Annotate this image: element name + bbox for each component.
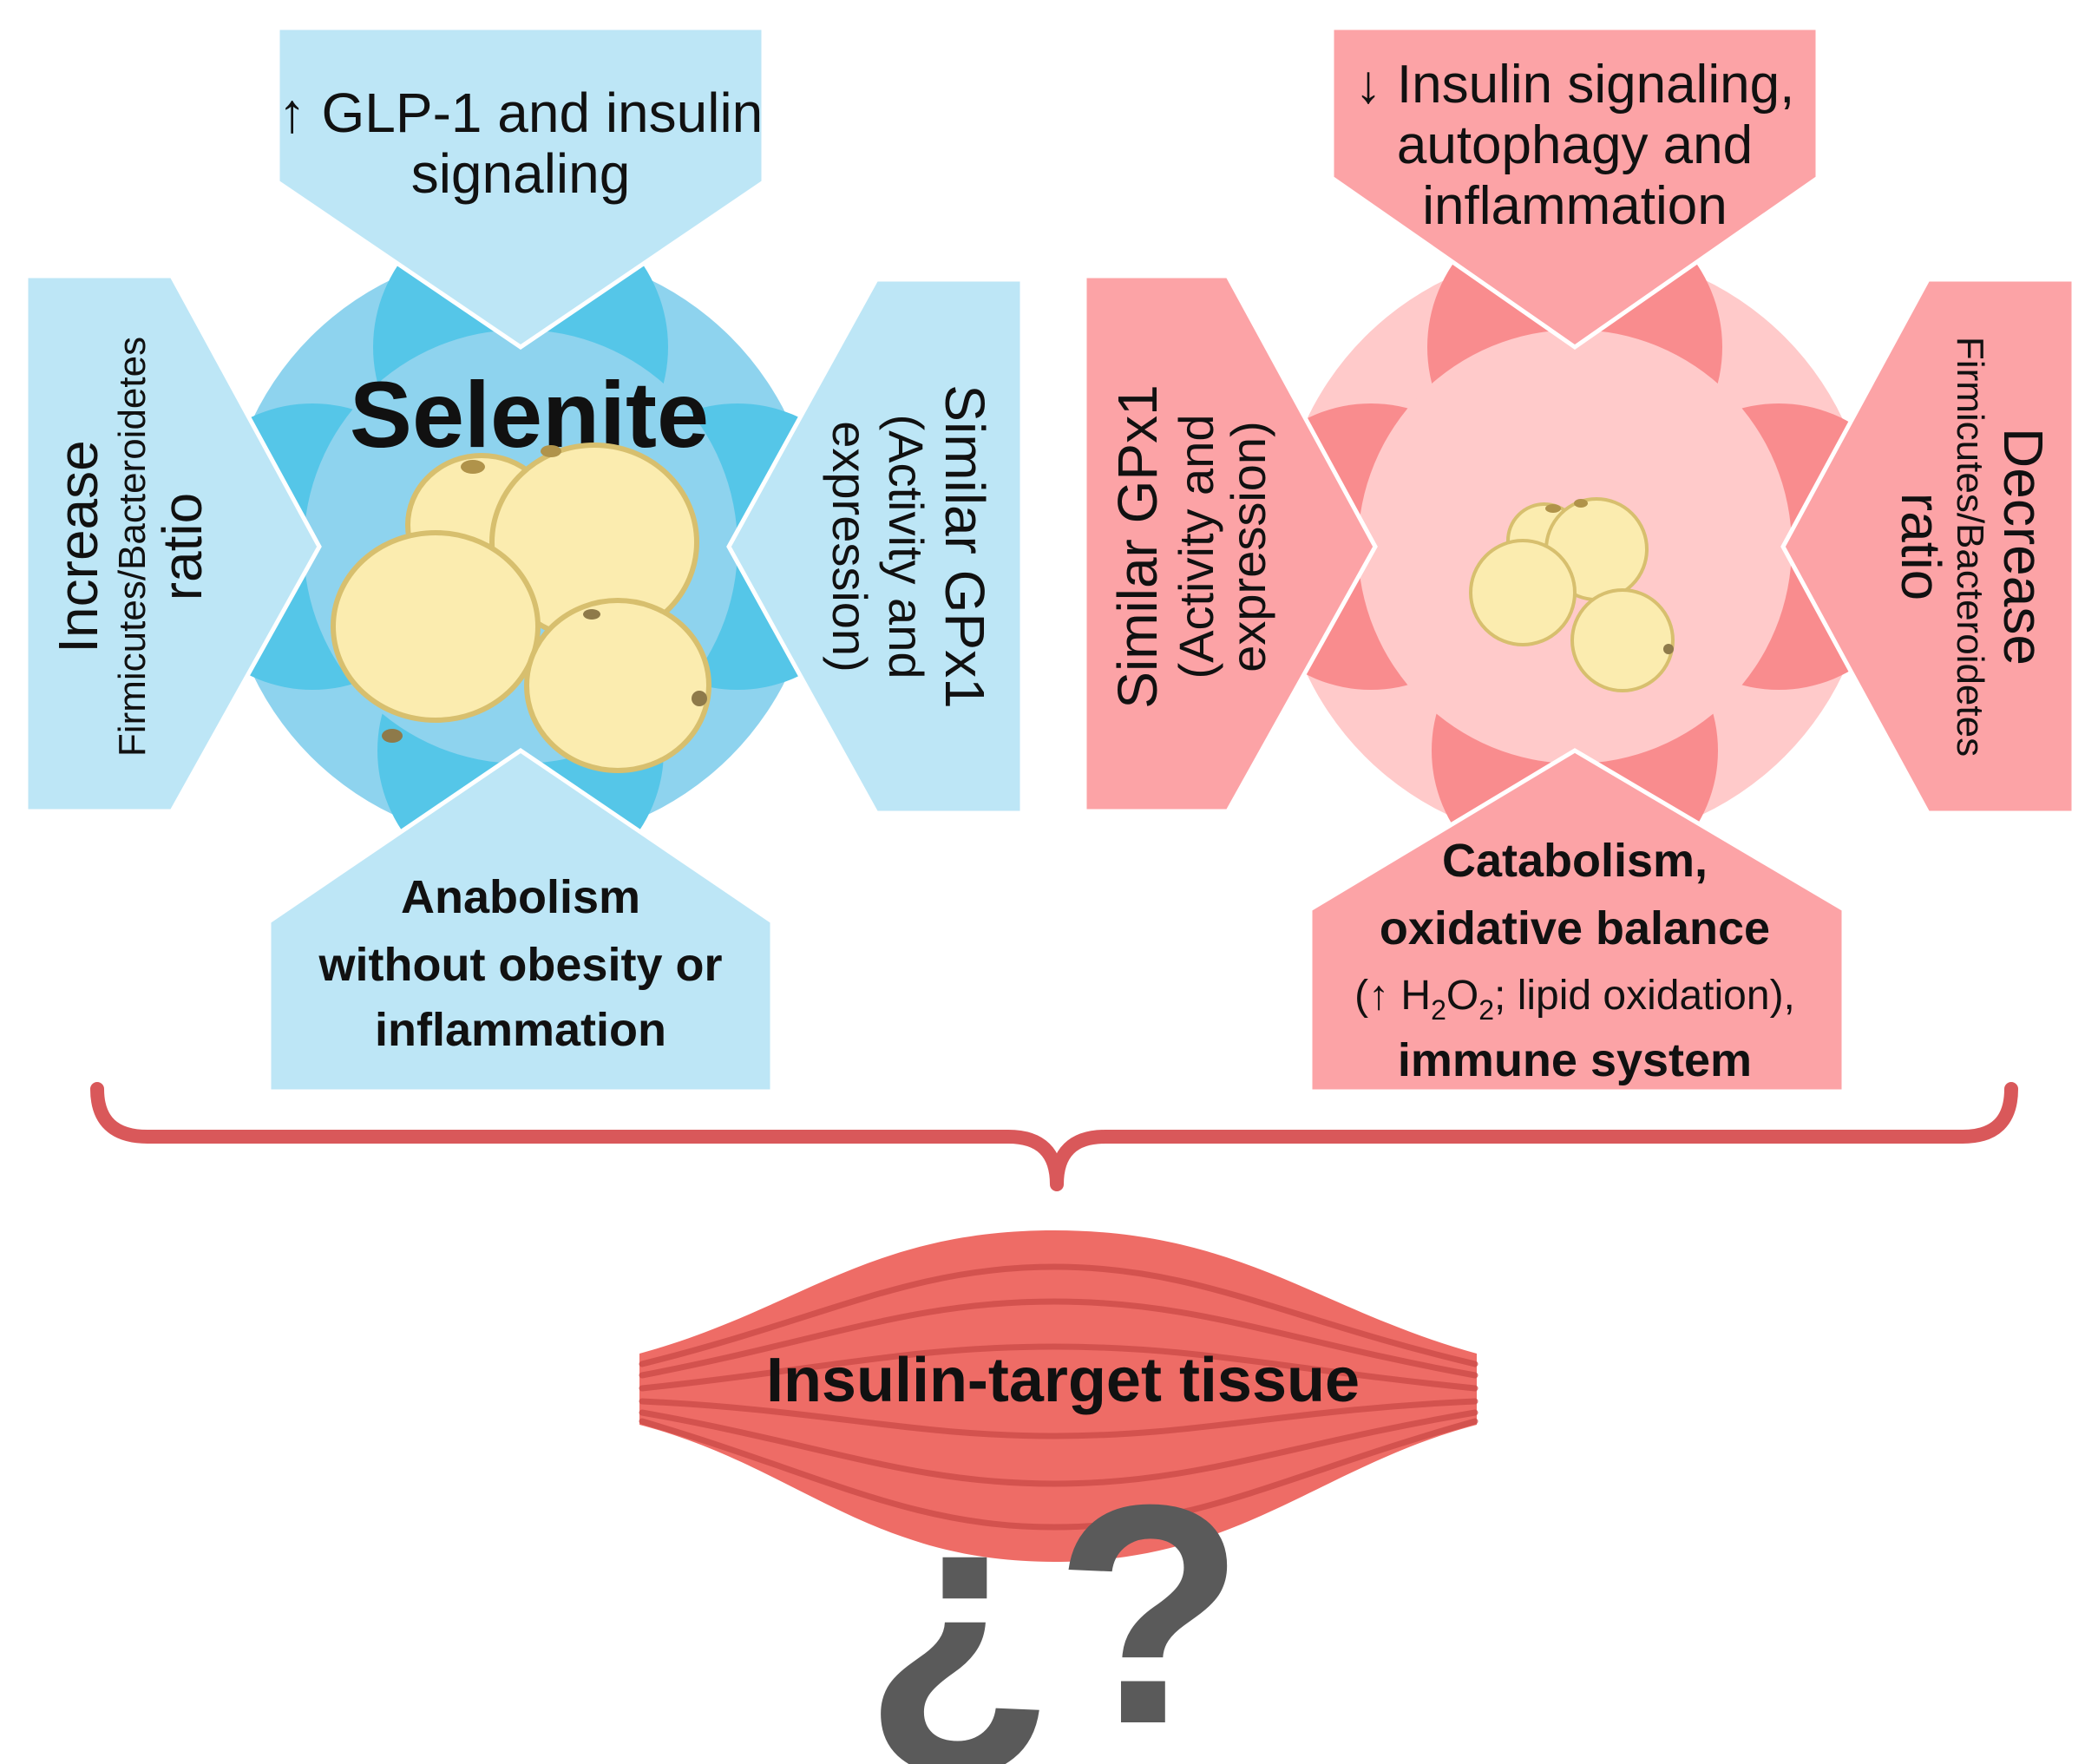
tissue-label: Insulin-target tissue	[766, 1346, 1360, 1415]
right-right-text-1: Decrease	[1992, 428, 2055, 666]
right-right-text-3: ratio	[1890, 493, 1952, 601]
right-left-text-3: expression)	[1221, 421, 1275, 672]
right-bottom-box	[1308, 748, 1846, 1094]
right-left-box	[1082, 273, 1378, 814]
left-right-text-3: expression)	[823, 421, 877, 672]
muscle-stripes	[639, 1263, 1478, 1531]
curly-brace	[90, 1082, 2018, 1191]
right-bottom-text-1: Catabolism,	[1442, 835, 1708, 887]
right-bottom-text-4: immune system	[1398, 1034, 1752, 1086]
question-mark-icon: ¿?	[863, 1440, 1245, 1764]
left-panel: ↑ GLP-1 and insulin signaling Anabolism …	[23, 25, 1025, 1094]
left-top-text-2: signaling	[411, 142, 631, 205]
left-right-box	[726, 277, 1025, 816]
left-right-text-1: Similar GPx1	[934, 384, 996, 708]
right-left-text-1: Similar GPx1	[1106, 384, 1169, 708]
left-bottom-box	[266, 747, 775, 1094]
right-left-text-2: (Activity and	[1169, 415, 1223, 679]
left-bottom-text-2: without obesity or	[318, 939, 723, 991]
right-panel: ↓ Insulin signaling, autophagy and infla…	[1082, 25, 2076, 1094]
left-bottom-text-3: inflammation	[375, 1004, 666, 1056]
adipocyte-cluster-small	[1469, 497, 1675, 692]
right-bottom-text-3: (↑ H2O2; lipid oxidation),	[1354, 973, 1795, 1026]
muscle-tissue: Insulin-target tissue	[639, 1230, 1478, 1562]
left-left-text-3: ratio	[151, 493, 213, 601]
right-right-box	[1780, 277, 2076, 816]
left-left-box	[23, 273, 322, 814]
left-top-box	[275, 25, 766, 351]
left-left-text-2: Firmicutes/Bacteroidetes	[111, 337, 154, 757]
left-left-text-1: Increase	[47, 440, 109, 652]
right-top-text-1: ↓ Insulin signaling,	[1355, 55, 1795, 115]
muscle-shape	[639, 1230, 1477, 1562]
right-top-text-2: autophagy and	[1397, 115, 1753, 175]
left-right-text-2: (Activity and	[879, 415, 934, 679]
right-top-text-3: inflammation	[1422, 176, 1727, 236]
right-bottom-text-2: oxidative balance	[1380, 902, 1770, 954]
left-bottom-text-1: Anabolism	[401, 871, 640, 923]
right-right-text-2: Firmicutes/Bacteroidetes	[1949, 337, 1991, 757]
left-top-text-1: ↑ GLP-1 and insulin	[279, 82, 764, 144]
selenite-title: Selenite	[350, 362, 709, 467]
adipocyte-cluster-large	[331, 443, 711, 773]
right-top-box	[1329, 25, 1820, 351]
